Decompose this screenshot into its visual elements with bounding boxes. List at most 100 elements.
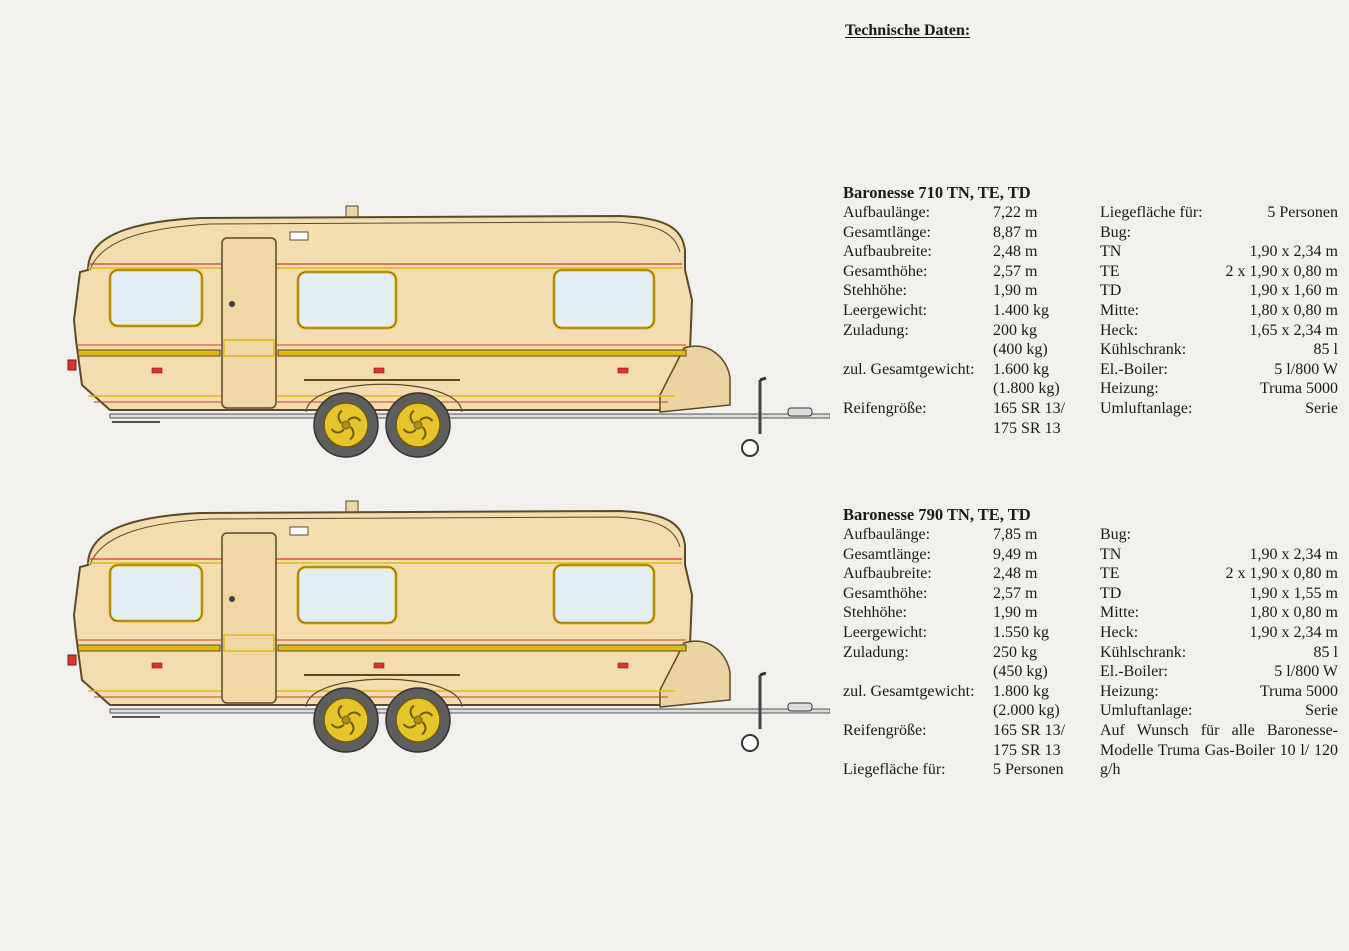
window: [296, 270, 398, 330]
spec-block-710: Baronesse 710 TN, TE, TD Aufbaulänge:Ges…: [843, 183, 1338, 437]
spec-cell: 2,48 m: [993, 565, 1038, 583]
spec-cell: Heck:: [1100, 623, 1139, 641]
rim-spoke: [421, 721, 427, 736]
roof-light: [289, 231, 309, 241]
side-marker: [617, 367, 629, 374]
side-marker: [373, 367, 385, 374]
spec-cell: Umluftanlage:: [1100, 702, 1193, 720]
door-handle: [229, 596, 235, 602]
spec-cell: Aufbaubreite:: [843, 243, 932, 261]
spec-cell: 250 kg: [993, 643, 1037, 661]
roof-line: [89, 221, 681, 271]
spec-cell: 2,48 m: [993, 243, 1038, 261]
spec-cell: 1.550 kg: [993, 623, 1049, 641]
hub: [413, 420, 423, 430]
door: [221, 237, 277, 409]
spec-cell: 5 l/800 W: [1274, 663, 1338, 681]
spec-cell: 175 SR 13: [993, 741, 1061, 759]
spec-cell: 200 kg: [993, 321, 1037, 339]
spec-cell: 5 Personen: [993, 761, 1064, 779]
hub: [341, 420, 351, 430]
spec-cell: Reifengröße:: [843, 721, 927, 739]
left-label-column: Aufbaulänge:Gesamtlänge:Aufbaubreite:Ges…: [843, 525, 993, 780]
spec-cell: [843, 701, 993, 721]
spec-cell: Mitte:: [1100, 301, 1140, 319]
belt-trim: [77, 349, 221, 357]
roof-vent: [345, 500, 359, 514]
side-marker: [151, 367, 163, 374]
door-handle: [229, 301, 235, 307]
rim-spoke: [337, 704, 343, 719]
spec-cell: Serie: [1305, 702, 1338, 720]
rear-light: [67, 654, 77, 666]
drawbar-cover: [659, 640, 731, 708]
spec-cell: [843, 741, 993, 761]
door: [221, 532, 277, 704]
spec-cell: 1,90 x 2,34 m: [1249, 545, 1338, 563]
drawbar-cover: [659, 345, 731, 413]
spec-cell: Reifengröße:: [843, 399, 927, 417]
jockey-wheel: [741, 734, 759, 752]
spec-cell: Zuladung:: [843, 643, 909, 661]
window-frame: [553, 564, 655, 624]
belt-trim: [277, 644, 687, 652]
spec-cell: Aufbaulänge:: [843, 526, 931, 543]
spec-cell: Leergewicht:: [843, 623, 928, 641]
spec-cell: TN: [1100, 243, 1122, 261]
spec-cell: Liegefläche für:: [843, 761, 946, 779]
spec-cell: TN: [1100, 545, 1122, 563]
rim-spoke: [347, 711, 362, 717]
window-frame: [553, 269, 655, 329]
rim-spoke: [419, 416, 434, 422]
spec-cell: 1.800 kg: [993, 682, 1049, 700]
spec-cell: 5 Personen: [1267, 204, 1338, 221]
spec-cell: TE: [1100, 262, 1120, 280]
rim-spoke: [419, 711, 434, 717]
spec-cell: Heizung:: [1100, 380, 1159, 398]
rim-spoke: [409, 409, 415, 424]
spec-cell: El.-Boiler:: [1100, 663, 1168, 681]
window-frame: [109, 269, 203, 327]
spec-cell: Aufbaubreite:: [843, 565, 932, 583]
hub: [341, 715, 351, 725]
spec-cell: (1.800 kg): [993, 380, 1060, 398]
wheel-arch: [305, 383, 463, 413]
roof-vent: [345, 205, 359, 219]
spec-cell: Gesamthöhe:: [843, 262, 928, 280]
spec-cell: zul. Gesamtgewicht:: [843, 360, 975, 378]
spec-cell: 9,49 m: [993, 545, 1038, 563]
spec-cell: 1,90 x 2,34 m: [1249, 623, 1338, 641]
spec-cell: 1,65 x 2,34 m: [1249, 321, 1338, 339]
option-note: Auf Wunsch für alle Baronesse-Modelle Tr…: [1100, 722, 1338, 779]
spec-cell: 2 x 1,90 x 0,80 m: [1225, 262, 1338, 280]
spec-cell: Truma 5000: [1259, 380, 1338, 398]
spec-cell: 165 SR 13/: [993, 399, 1066, 417]
rim-spoke: [330, 723, 345, 729]
rim-spoke: [421, 426, 427, 441]
spec-cell: 1,90 x 2,34 m: [1249, 243, 1338, 261]
spec-cell: Umluftanlage:: [1100, 399, 1193, 417]
spec-cell: Kühlschrank:: [1100, 643, 1187, 661]
spec-cell: 7,22 m: [993, 204, 1038, 221]
spec-cell: 85 l: [1313, 643, 1338, 661]
window: [108, 563, 204, 623]
rim-spoke: [409, 704, 415, 719]
rim-spoke: [402, 428, 417, 434]
spec-cell: Bug:: [1100, 526, 1132, 543]
spec-cell: zul. Gesamtgewicht:: [843, 682, 975, 700]
model-title: Baronesse 790 TN, TE, TD: [843, 505, 1031, 524]
belt-trim: [277, 349, 687, 357]
spec-cell: Heck:: [1100, 321, 1139, 339]
spec-cell: 2 x 1,90 x 0,80 m: [1225, 565, 1338, 583]
left-label-column: Aufbaulänge:Gesamtlänge:Aufbaubreite:Ges…: [843, 203, 993, 438]
rim-spoke: [330, 428, 345, 434]
spec-cell: Stehhöhe:: [843, 604, 907, 622]
side-marker: [151, 662, 163, 669]
wheel-arch: [305, 678, 463, 708]
spec-cell: Liegefläche für:: [1100, 204, 1203, 221]
